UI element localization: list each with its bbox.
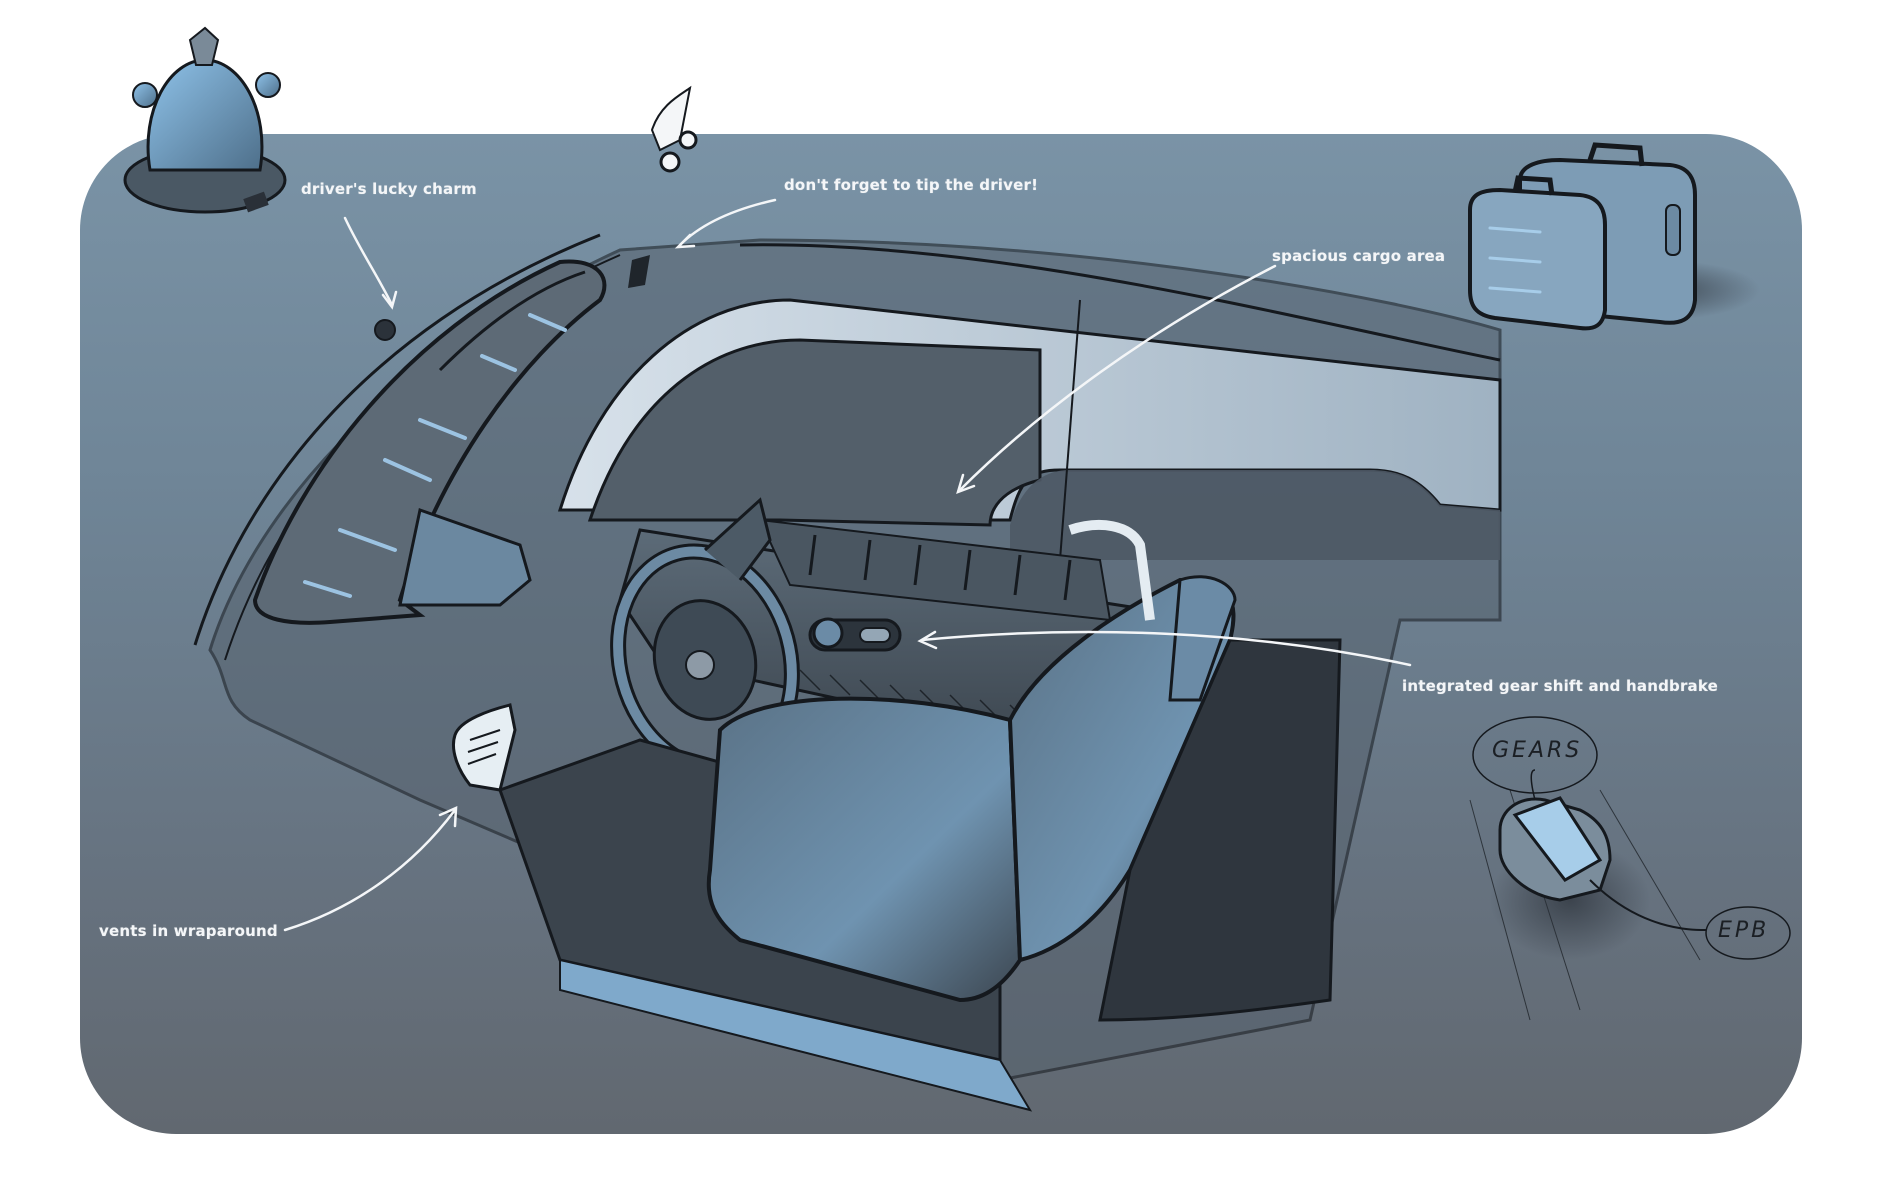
- callout-epb: EPB: [1718, 918, 1770, 943]
- lucky-charm-figure: [123, 26, 396, 341]
- annotation-tip-driver: don't forget to tip the driver!: [784, 176, 1039, 194]
- driver-seat: [706, 520, 1342, 1022]
- gear-shift-lever: [808, 617, 902, 652]
- annotation-gear-shift: integrated gear shift and handbrake: [1402, 677, 1719, 695]
- wraparound-vent: [452, 703, 517, 792]
- callout-gears: GEARS: [1492, 738, 1583, 763]
- annotation-cargo-area: spacious cargo area: [1272, 247, 1446, 265]
- tip-sign: [628, 85, 698, 288]
- annotation-vents: vents in wraparound: [99, 922, 278, 940]
- windshield-vent-panel: [252, 259, 607, 625]
- annotation-arrows: [283, 198, 1412, 932]
- gear-detail-sketch: [1469, 716, 1791, 1021]
- steering-logo-icon: [685, 650, 715, 680]
- luggage-illustration: [1468, 142, 1760, 331]
- annotation-lucky-charm: driver's lucky charm: [301, 180, 477, 198]
- steering-wheel: [610, 497, 800, 777]
